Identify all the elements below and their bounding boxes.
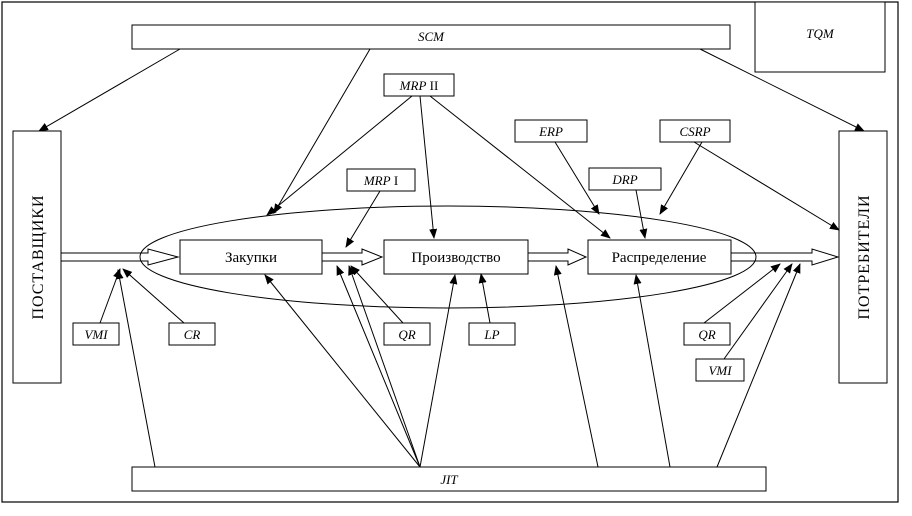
arrow-scm-to-suppliers (38, 48, 181, 132)
vmi-right-box (695, 358, 745, 382)
csrp-label: CSRP (679, 124, 710, 139)
arrow-jit-to-qr-flow (348, 265, 421, 468)
scm-label: SCM (418, 29, 445, 44)
mrp1-abbr: MRP (363, 173, 391, 188)
arrow-mrp1-to-flow (345, 190, 381, 248)
flow-arrow-suppliers-to-zakupki (61, 248, 180, 266)
flow-arrow-zakupki-to-proizvodstvo (322, 248, 384, 266)
suppliers-label: ПОСТАВЩИКИ (30, 194, 47, 319)
arrow-vmi-left (99, 268, 121, 324)
arrow-csrp-to-consumers (693, 141, 840, 231)
erp-box (514, 119, 588, 143)
arrow-qr-mid (350, 265, 404, 324)
qr-mid-box (383, 322, 431, 346)
qr-right-label: QR (698, 327, 715, 342)
arrow-erp (554, 141, 600, 215)
arrow-mrp2-to-raspredelenie (429, 95, 611, 239)
connector-arrows (38, 48, 865, 468)
arrow-drp (635, 189, 648, 239)
arrow-jit-to-consumers-flow (716, 263, 801, 468)
process-ellipse (139, 205, 757, 309)
arrow-cr (122, 268, 185, 324)
cr-label: CR (184, 327, 201, 342)
erp-label: ERP (538, 124, 563, 139)
vmi-left-label: VMI (84, 327, 108, 342)
mrp2-box (383, 73, 455, 97)
tqm-label: TQM (806, 26, 835, 41)
raspredelenie-label: Распределение (612, 250, 707, 266)
arrow-vmi-right (723, 263, 793, 360)
arrow-scm-to-consumers (699, 48, 865, 132)
mrp1-label: MRP I (363, 173, 398, 188)
lp-label: LP (483, 327, 499, 342)
arrow-mrp2-to-proizvodstvo (419, 95, 438, 239)
qr-right-box (683, 322, 731, 346)
mrp1-box (346, 168, 416, 192)
arrow-qr-right (703, 263, 781, 324)
drp-box (588, 167, 662, 191)
arrow-scm-to-zakupki (273, 48, 371, 214)
mrp2-label: MRP II (399, 78, 439, 93)
jit-label: JIT (440, 472, 458, 487)
raspredelenie-box (587, 239, 732, 275)
arrow-jit-to-suppliers-flow (115, 269, 156, 468)
arrow-lp (478, 273, 491, 324)
proizvodstvo-box (383, 239, 529, 275)
zakupki-label: Закупки (225, 250, 277, 266)
jit-box (131, 466, 767, 492)
suppliers-box (12, 130, 62, 384)
drp-label: DRP (611, 172, 637, 187)
mrp2-abbr: MRP (399, 78, 427, 93)
mrp2-roman: II (426, 78, 438, 93)
flow-arrow-proizvodstvo-to-raspredelenie (528, 248, 588, 266)
arrow-jit-to-proizvodstvo (419, 274, 458, 468)
mrp1-roman: I (391, 173, 399, 188)
zakupki-box (179, 239, 323, 275)
flow-arrow-raspredelenie-to-consumers (731, 248, 840, 266)
tqm-box (754, 1, 886, 73)
arrow-csrp-to-ellipse (659, 141, 703, 215)
arrow-jit-to-zakupki (264, 274, 421, 468)
arrow-jit-to-zakupki-flow (336, 265, 421, 468)
consumers-label: ПОТРЕБИТЕЛИ (856, 194, 873, 319)
cr-box (168, 322, 216, 346)
proizvodstvo-label: Производство (411, 250, 500, 266)
scm-box (131, 24, 731, 50)
arrow-jit-to-flow-mid (553, 265, 599, 468)
outer-frame (1, 1, 899, 503)
arrow-mrp2-to-zakupki (266, 95, 413, 216)
vmi-right-label: VMI (708, 363, 732, 378)
consumers-box (838, 130, 888, 384)
arrow-jit-to-raspredelenie (633, 274, 671, 468)
lp-box (468, 322, 516, 346)
vmi-left-box (72, 322, 120, 346)
qr-mid-label: QR (398, 327, 415, 342)
csrp-box (659, 119, 731, 143)
